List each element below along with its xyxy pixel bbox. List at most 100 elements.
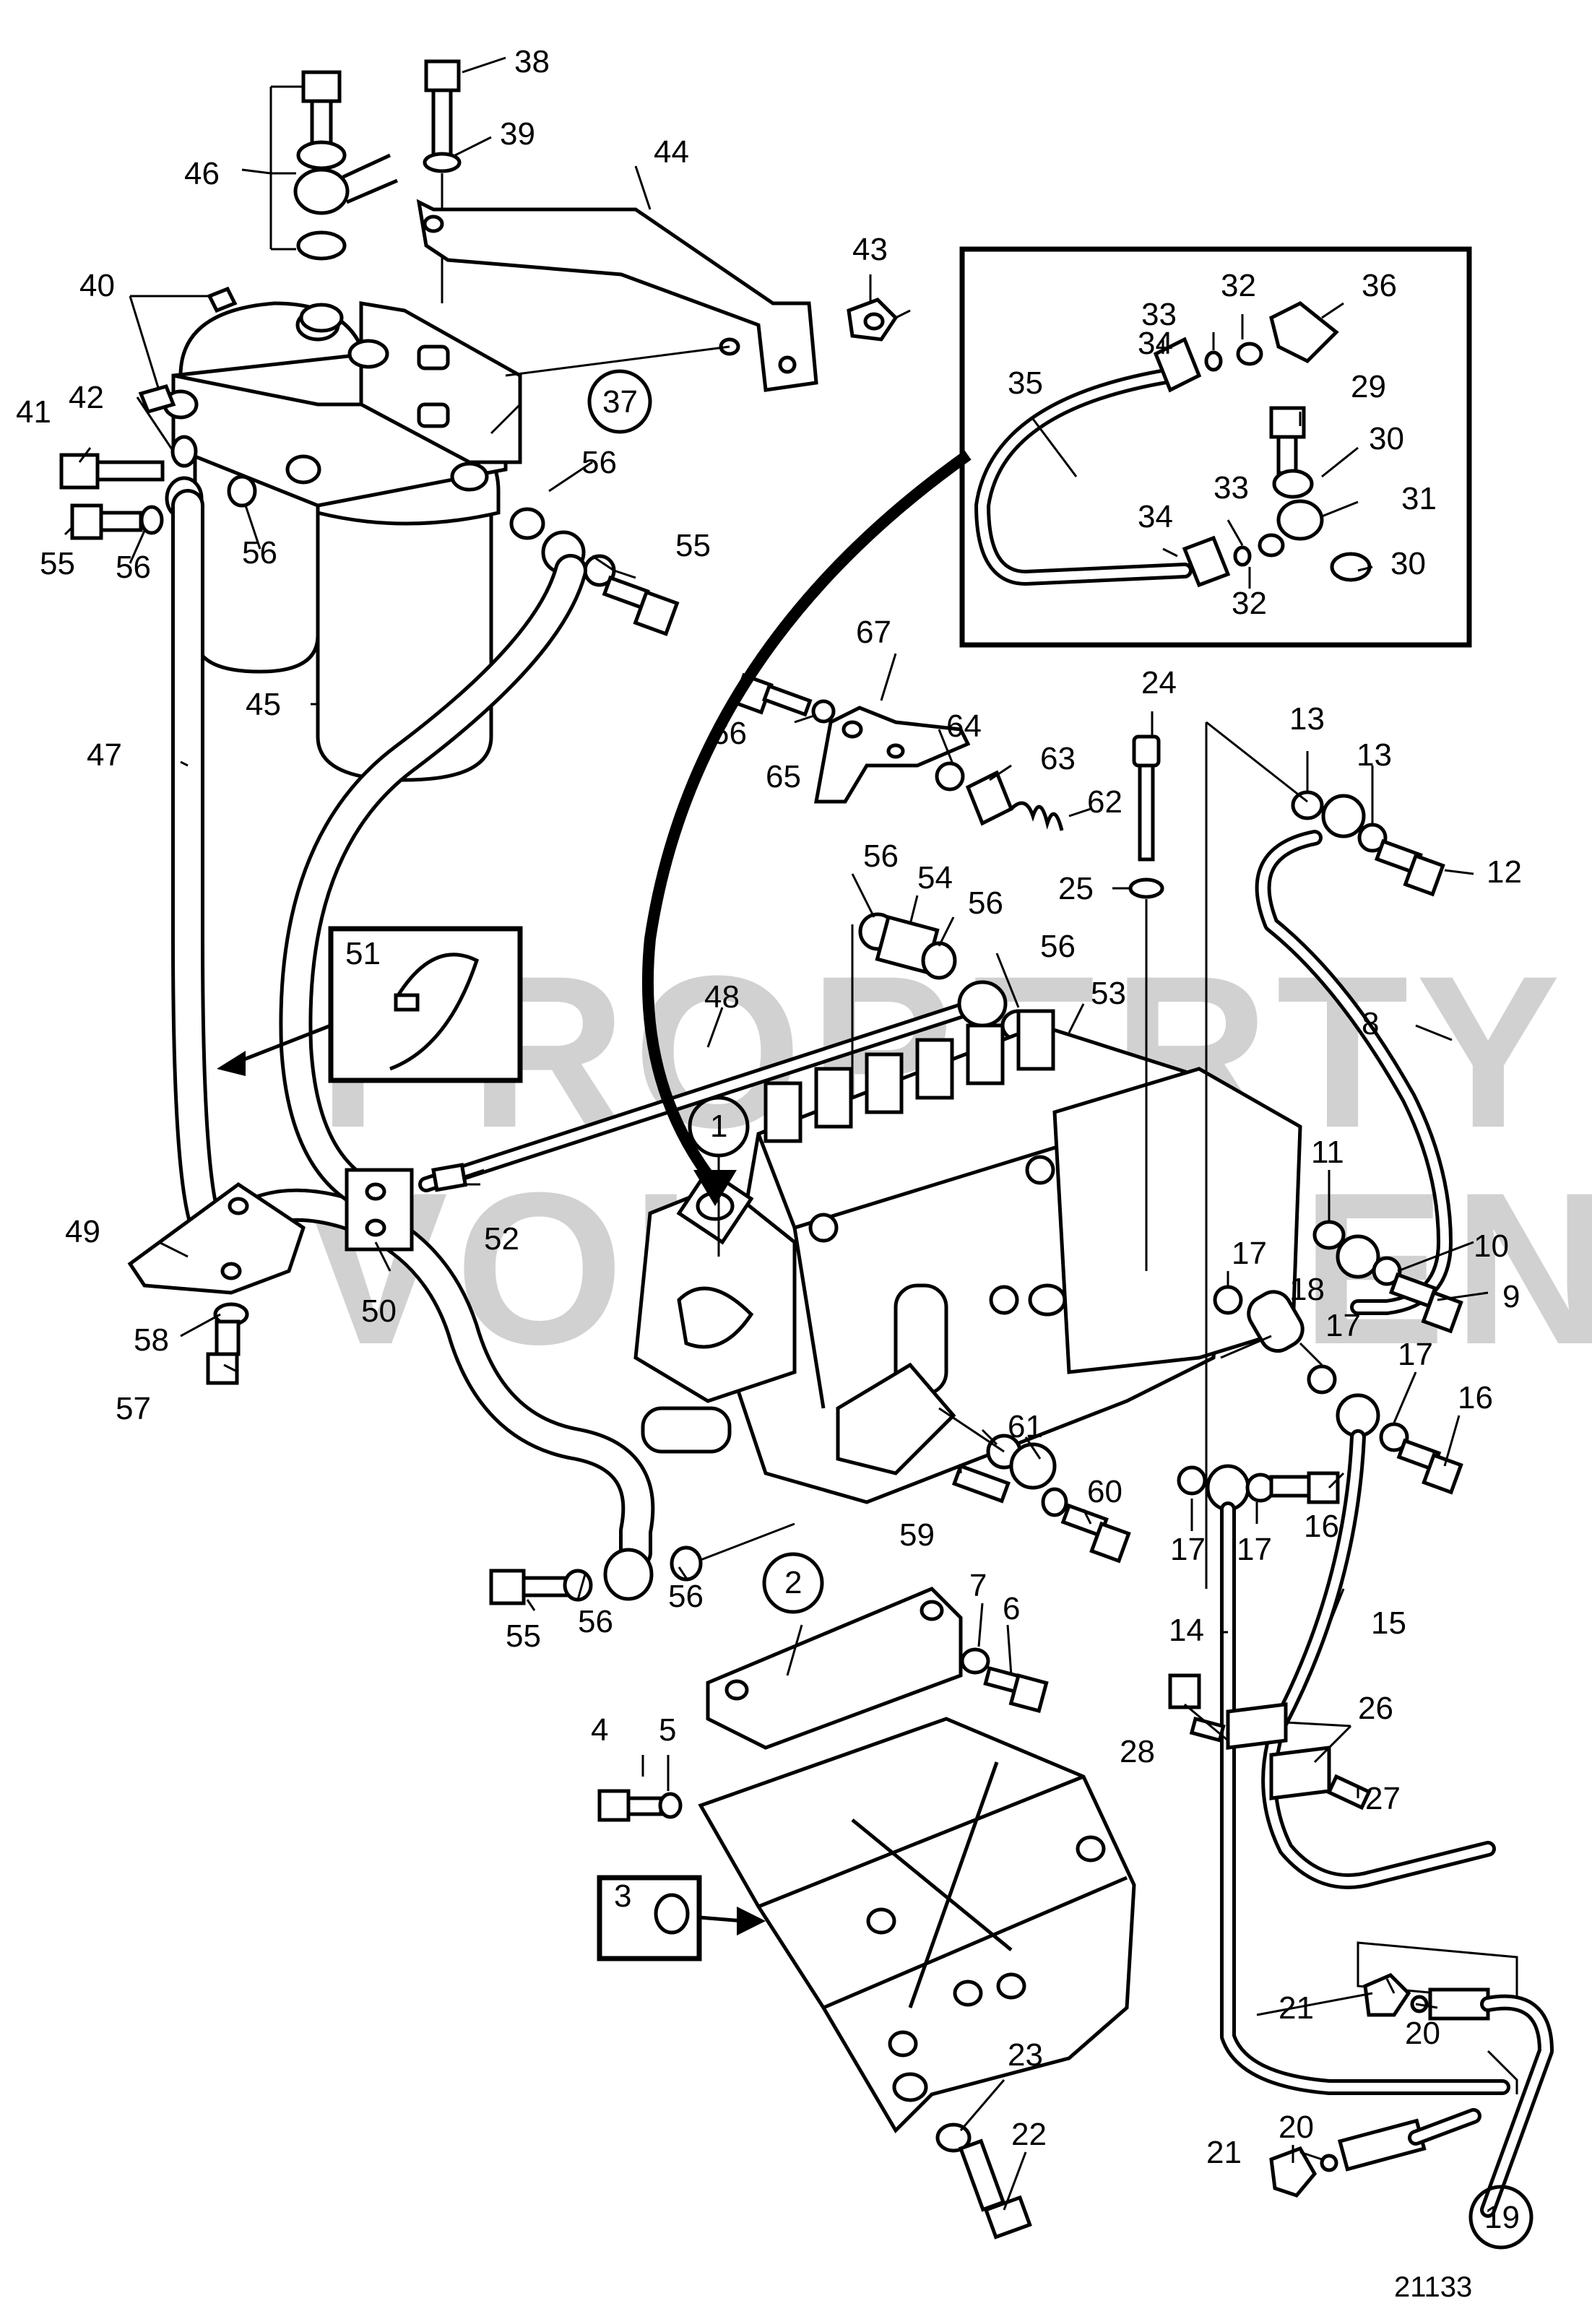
callout-63: 63 xyxy=(1040,741,1076,776)
filter-bolts-left xyxy=(59,286,257,540)
callout-45: 45 xyxy=(246,687,281,722)
circled-callout-rings xyxy=(587,369,1533,2250)
callout-38: 38 xyxy=(514,44,550,79)
pipe-8 xyxy=(1205,721,1463,1589)
banjo-bolt-stack xyxy=(269,70,398,333)
callout-10: 10 xyxy=(1474,1228,1509,1264)
bolt-24 xyxy=(1128,734,1164,1271)
callout-52: 52 xyxy=(484,1221,519,1257)
callout-30b: 30 xyxy=(1390,546,1426,581)
leader-lines xyxy=(64,56,1489,2211)
mounting-plate xyxy=(359,301,522,464)
callout-37: 37 xyxy=(602,384,638,420)
callout-56g: 56 xyxy=(578,1604,613,1639)
callout-28: 28 xyxy=(1120,1734,1155,1769)
callout-14: 14 xyxy=(1169,1613,1204,1648)
callout-11: 11 xyxy=(1311,1135,1344,1170)
callout-1: 1 xyxy=(710,1109,727,1144)
callout-22: 22 xyxy=(1011,2117,1047,2152)
callout-34a: 34 xyxy=(1138,326,1173,361)
callout-25: 25 xyxy=(1058,871,1094,906)
callout-33b: 33 xyxy=(1214,470,1249,506)
callout-56b: 56 xyxy=(242,535,277,571)
callout-17c: 17 xyxy=(1398,1337,1433,1372)
callout-35: 35 xyxy=(1008,365,1043,401)
callout-7: 7 xyxy=(969,1568,987,1603)
callout-56h: 56 xyxy=(668,1579,704,1614)
callout-56f: 56 xyxy=(1040,929,1076,964)
callout-17d: 17 xyxy=(1170,1532,1206,1567)
callout-54: 54 xyxy=(917,860,953,896)
callout-19: 19 xyxy=(1484,2200,1520,2235)
callout-56a: 56 xyxy=(116,550,151,585)
callout-48: 48 xyxy=(704,979,740,1015)
callout-57: 57 xyxy=(116,1391,151,1426)
callout-59: 59 xyxy=(899,1517,935,1553)
callout-13b: 13 xyxy=(1357,737,1392,773)
callout-62: 62 xyxy=(1087,784,1122,820)
inset-3 xyxy=(597,1875,766,1961)
callout-61: 61 xyxy=(1008,1409,1043,1444)
inset-pointer-arrow xyxy=(641,450,972,1206)
callout-60: 60 xyxy=(1087,1474,1122,1509)
callout-55c: 55 xyxy=(506,1618,541,1654)
priming-pump-18 xyxy=(1177,1285,1463,1512)
pipe-48 xyxy=(418,996,990,1192)
callout-23: 23 xyxy=(1008,2037,1043,2073)
callout-40: 40 xyxy=(79,268,115,303)
callout-56c: 56 xyxy=(581,445,617,480)
callout-58: 58 xyxy=(134,1322,169,1358)
callout-32a: 32 xyxy=(1221,268,1256,303)
callout-67: 67 xyxy=(856,615,891,650)
callout-26: 26 xyxy=(1358,1691,1393,1726)
callout-17a: 17 xyxy=(1232,1236,1267,1271)
filter-bolts-right xyxy=(509,507,680,636)
callout-34b: 34 xyxy=(1138,499,1173,534)
callout-13: 13 xyxy=(1289,701,1325,737)
callout-9: 9 xyxy=(1502,1279,1520,1314)
callout-55b: 55 xyxy=(675,528,711,563)
callout-5: 5 xyxy=(659,1712,676,1748)
callout-21a: 21 xyxy=(1279,1990,1314,2026)
callout-44: 44 xyxy=(654,134,689,170)
callout-51: 51 xyxy=(345,936,381,971)
callout-20b: 20 xyxy=(1279,2110,1314,2145)
callout-42: 42 xyxy=(69,380,104,415)
bracket-bolts xyxy=(597,1647,1049,2240)
callout-16: 16 xyxy=(1458,1380,1493,1415)
pipe-clamp-26 xyxy=(1168,1673,1372,1811)
callout-20a: 20 xyxy=(1405,2016,1440,2051)
inset-51 xyxy=(217,926,523,1083)
injection-pump xyxy=(633,1009,1302,1504)
callout-47: 47 xyxy=(87,737,122,773)
hose-50 xyxy=(279,554,587,1215)
inset-detail xyxy=(959,246,1472,648)
callout-21b: 21 xyxy=(1206,2135,1242,2170)
hose-clamp-bracket xyxy=(345,1163,485,1252)
callout-30a: 30 xyxy=(1369,421,1404,456)
connector-19 xyxy=(1269,1941,1554,2218)
callout-56d: 56 xyxy=(863,838,899,874)
callout-65: 65 xyxy=(766,759,801,794)
bracket-44 xyxy=(416,199,818,392)
callout-12: 12 xyxy=(1487,854,1522,890)
callout-8: 8 xyxy=(1362,1006,1379,1041)
callout-66: 66 xyxy=(711,716,747,751)
callout-27: 27 xyxy=(1365,1781,1401,1816)
callout-6: 6 xyxy=(1003,1591,1020,1626)
callout-49: 49 xyxy=(65,1214,100,1249)
callout-50: 50 xyxy=(361,1293,397,1329)
callout-17e: 17 xyxy=(1237,1532,1272,1567)
bolt-38 xyxy=(423,59,462,303)
callout-36: 36 xyxy=(1362,268,1397,303)
callout-64: 64 xyxy=(946,708,982,744)
callout-16b: 16 xyxy=(1304,1509,1339,1544)
callout-2: 2 xyxy=(784,1565,802,1600)
callout-29: 29 xyxy=(1351,369,1386,404)
bracket-67 xyxy=(732,672,1064,831)
drawing-number: 21133 xyxy=(1394,2271,1472,2303)
fittings-59-61 xyxy=(938,1407,1131,1564)
delivery-valves xyxy=(763,1009,1055,1143)
callout-31: 31 xyxy=(1401,481,1437,516)
